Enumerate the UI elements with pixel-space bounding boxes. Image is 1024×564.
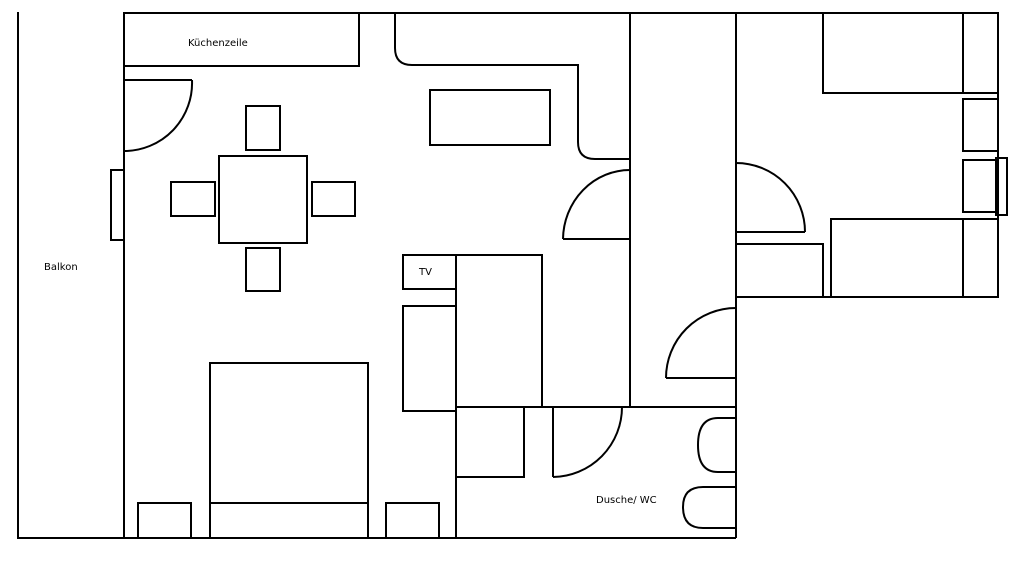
- balcony-label: Balkon: [44, 262, 78, 273]
- nightstand-left: [137, 502, 192, 539]
- living-hall-door-swing: [562, 169, 631, 240]
- dining-set: [170, 105, 356, 292]
- balcony-door-frame: [110, 169, 125, 241]
- hall-inner-door: [665, 307, 737, 379]
- main-apartment-outline: [123, 12, 999, 538]
- tv-label: TV: [418, 267, 432, 278]
- curved-partition-wall: [394, 13, 630, 160]
- window-cabinet: [962, 159, 999, 213]
- tv-unit: TV: [402, 254, 457, 290]
- chair-bottom: [245, 247, 281, 292]
- bathroom: Dusche/ WC: [455, 406, 736, 529]
- bathroom-door-swing: [552, 406, 623, 478]
- sideboard: [429, 89, 551, 146]
- chair-right: [311, 181, 356, 217]
- single-bed-bottom: [830, 218, 999, 298]
- wardrobe: [455, 254, 543, 408]
- toilet: [696, 417, 736, 473]
- hall-inner-door-swing: [665, 307, 737, 379]
- kitchenette-label: Küchenzeile: [188, 38, 248, 49]
- double-bed-frame: [209, 362, 369, 539]
- shower-tray: [455, 406, 525, 478]
- nightstand-top: [962, 98, 999, 152]
- entrance-door-swing: [123, 79, 194, 153]
- dining-table: [218, 155, 308, 244]
- single-bed-top: [822, 12, 999, 94]
- balcony-outline: [17, 12, 736, 539]
- balcony-door: [110, 169, 125, 241]
- entrance-door: [123, 79, 194, 153]
- kitchen-counter-outline: [124, 13, 360, 67]
- second-bedroom: [735, 12, 1008, 298]
- bathroom-label: Dusche/ WC: [596, 495, 657, 506]
- bedroom-door-swing: [735, 162, 806, 233]
- kitchenette-counter: Küchenzeile: [124, 13, 360, 67]
- washbasin: [681, 486, 736, 529]
- double-bed: [137, 362, 440, 539]
- nightstand-right: [385, 502, 440, 539]
- window-frame: [995, 157, 1008, 216]
- sofa: [402, 305, 457, 412]
- chair-left: [170, 181, 216, 217]
- living-hall-door: [562, 169, 631, 240]
- bedroom-built-in: [736, 243, 824, 297]
- chair-top: [245, 105, 281, 151]
